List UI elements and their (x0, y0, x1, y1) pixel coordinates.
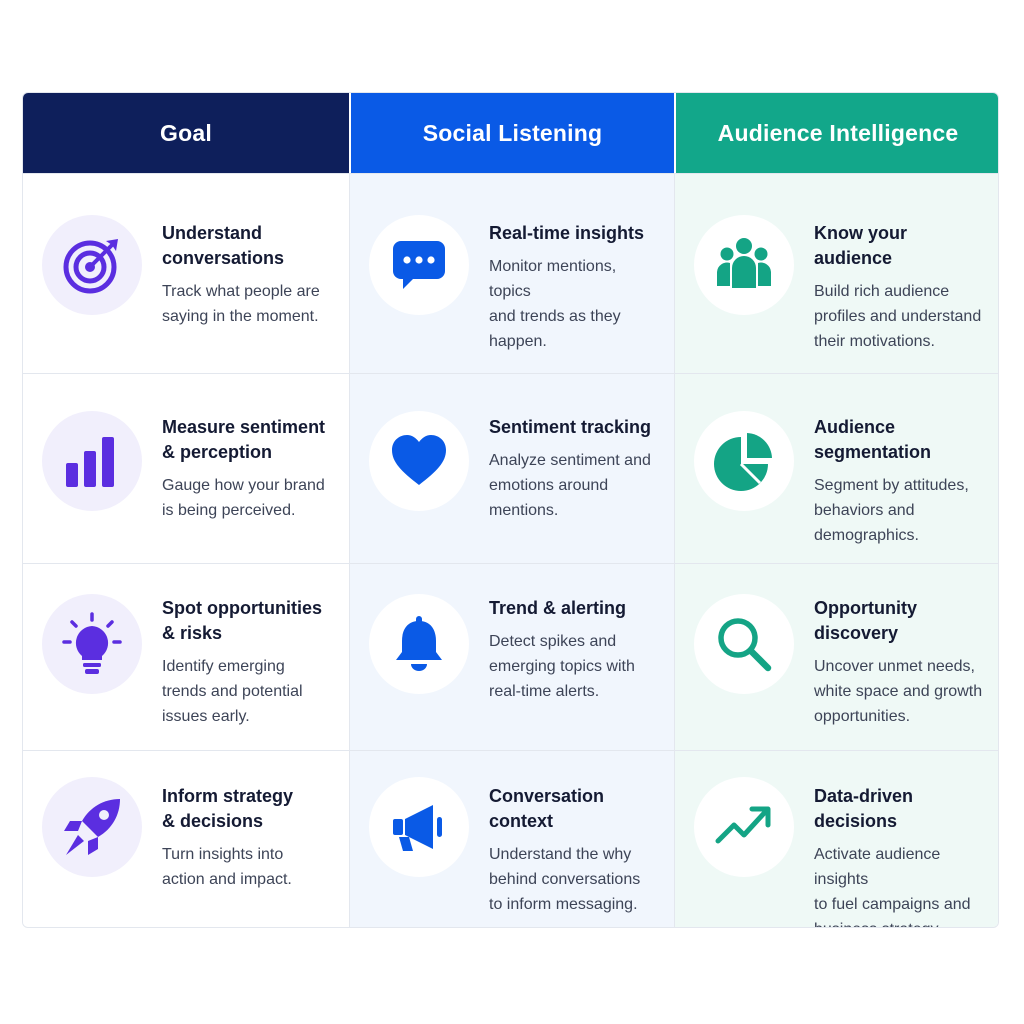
megaphone-icon (369, 777, 469, 877)
cell-title: Understand conversations (162, 223, 285, 268)
social-listening-cell: Conversation context Understand the why … (349, 750, 674, 927)
cell-title: Sentiment tracking (489, 417, 652, 437)
cell-description: Turn insights into action and impact. (162, 846, 292, 888)
pie-chart-icon (694, 411, 794, 511)
cell-description: Activate audience insights to fuel campa… (814, 846, 971, 927)
goal-cell: Spot opportunities & risks Identify emer… (23, 563, 349, 750)
cell-description: Analyze sentiment and emotions around me… (489, 452, 651, 519)
cell-title: Audience segmentation (814, 417, 932, 462)
comparison-table: Goal Social Listening Audience Intellige… (22, 92, 999, 928)
cell-description: Build rich audience profiles and underst… (814, 283, 982, 350)
cell-title: Spot opportunities & risks (162, 598, 322, 643)
header-audience-intelligence: Audience Intelligence (674, 93, 998, 173)
audience-intelligence-cell: Opportunity discovery Uncover unmet need… (674, 563, 998, 750)
social-listening-cell: Real-time insights Monitor mentions, top… (349, 173, 674, 373)
magnifier-icon (694, 594, 794, 694)
cell-description: Uncover unmet needs, white space and gro… (814, 658, 983, 725)
cell-title: Conversation context (489, 786, 605, 831)
cell-title: Trend & alerting (489, 598, 627, 618)
cell-description: Identify emerging trends and potential i… (162, 658, 303, 725)
cell-description: Gauge how your brand is being perceived. (162, 477, 325, 519)
cell-title: Opportunity discovery (814, 598, 917, 643)
header-social-listening: Social Listening (349, 93, 674, 173)
target-icon (42, 215, 142, 315)
goal-cell: Inform strategy & decisions Turn insight… (23, 750, 349, 927)
cell-description: Understand the why behind conversations … (489, 846, 641, 913)
cell-description: Track what people are saying in the mome… (162, 283, 320, 325)
cell-description: Segment by attitudes, behaviors and demo… (814, 477, 969, 544)
goal-cell: Understand conversations Track what peop… (23, 173, 349, 373)
rocket-icon (42, 777, 142, 877)
cell-title: Measure sentiment & perception (162, 417, 326, 462)
chat-bubble-icon (369, 215, 469, 315)
audience-intelligence-cell: Know your audience Build rich audience p… (674, 173, 998, 373)
cell-title: Data-driven decisions (814, 786, 914, 831)
cell-title: Real-time insights (489, 223, 645, 243)
bar-chart-icon (42, 411, 142, 511)
lightbulb-icon (42, 594, 142, 694)
people-group-icon (694, 215, 794, 315)
cell-title: Know your audience (814, 223, 907, 268)
goal-cell: Measure sentiment & perception Gauge how… (23, 373, 349, 563)
social-listening-cell: Sentiment tracking Analyze sentiment and… (349, 373, 674, 563)
cell-description: Monitor mentions, topics and trends as t… (489, 258, 621, 350)
trend-up-icon (694, 777, 794, 877)
bell-icon (369, 594, 469, 694)
header-goal: Goal (23, 93, 349, 173)
cell-title: Inform strategy & decisions (162, 786, 294, 831)
heart-icon (369, 411, 469, 511)
social-listening-cell: Trend & alerting Detect spikes and emerg… (349, 563, 674, 750)
cell-description: Detect spikes and emerging topics with r… (489, 633, 635, 700)
audience-intelligence-cell: Audience segmentation Segment by attitud… (674, 373, 998, 563)
audience-intelligence-cell: Data-driven decisions Activate audience … (674, 750, 998, 927)
